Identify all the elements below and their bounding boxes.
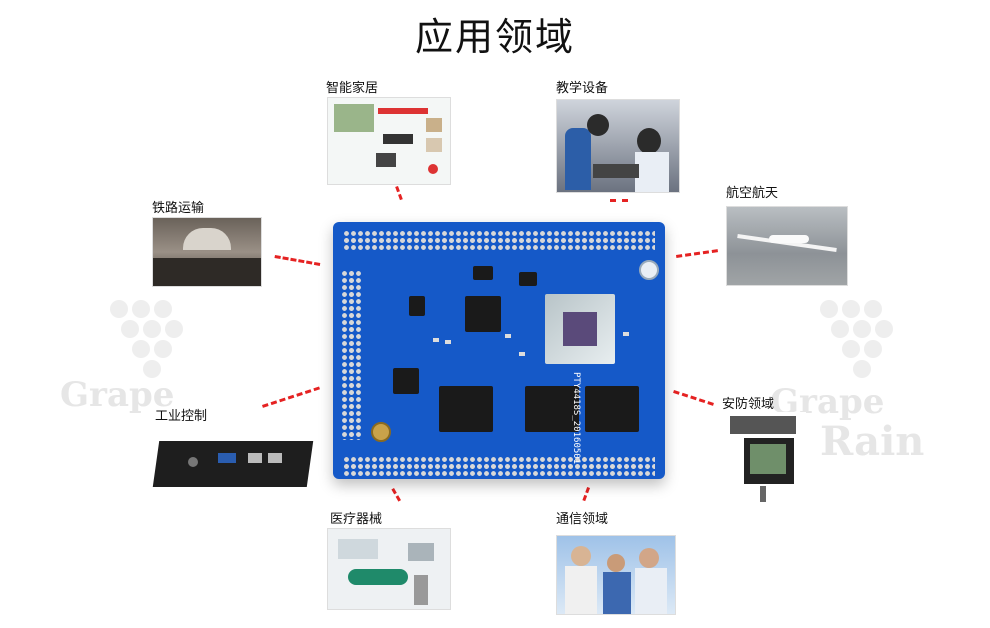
smd-4 (519, 352, 525, 356)
connector-aerospace (676, 249, 719, 258)
label-aerospace: 航空航天 (726, 186, 779, 201)
label-railway: 铁路运输 (152, 201, 205, 216)
board-silkscreen: PTY4418S_20160501 (571, 372, 581, 465)
mounting-hole-top (639, 260, 659, 280)
aerospace-image (726, 206, 848, 286)
page-title: 应用领域 (414, 15, 575, 59)
connector-railway (274, 255, 321, 266)
smart-home-image (327, 97, 451, 185)
connector-medical (391, 488, 401, 502)
soc-chip (545, 294, 615, 364)
chip-3 (473, 266, 493, 280)
connector-industrial (262, 386, 320, 408)
medical-image (327, 528, 451, 610)
railway-image (152, 217, 262, 287)
pin-header-top-2 (343, 237, 655, 251)
chip-1 (465, 296, 501, 332)
memory-chip-2 (525, 386, 579, 432)
smd-3 (505, 334, 511, 338)
education-image (556, 99, 680, 193)
memory-chip-1 (439, 386, 493, 432)
smd-2 (445, 340, 451, 344)
security-image (720, 412, 806, 502)
label-security: 安防领域 (722, 397, 775, 412)
mounting-hole-bottom (371, 422, 391, 442)
label-education: 教学设备 (556, 81, 609, 96)
smd-5 (623, 332, 629, 336)
label-smart-home: 智能家居 (326, 81, 379, 96)
connector-security (673, 390, 714, 406)
smd-1 (433, 338, 439, 342)
connector-smart-home (395, 186, 403, 201)
core-board-image: PTY4418S_20160501 (333, 222, 665, 479)
connector-communication (582, 486, 590, 502)
communication-image (556, 535, 676, 615)
label-medical: 医疗器械 (330, 512, 383, 527)
chip-4 (519, 272, 537, 286)
pin-header-left-2 (348, 270, 362, 440)
pin-header-bottom-2 (343, 463, 655, 477)
chip-2 (393, 368, 419, 394)
label-communication: 通信领域 (556, 512, 609, 527)
memory-chip-3 (585, 386, 639, 432)
industrial-image (148, 427, 318, 499)
connector-education (610, 199, 628, 202)
label-industrial: 工业控制 (155, 409, 208, 424)
chip-5 (409, 296, 425, 316)
